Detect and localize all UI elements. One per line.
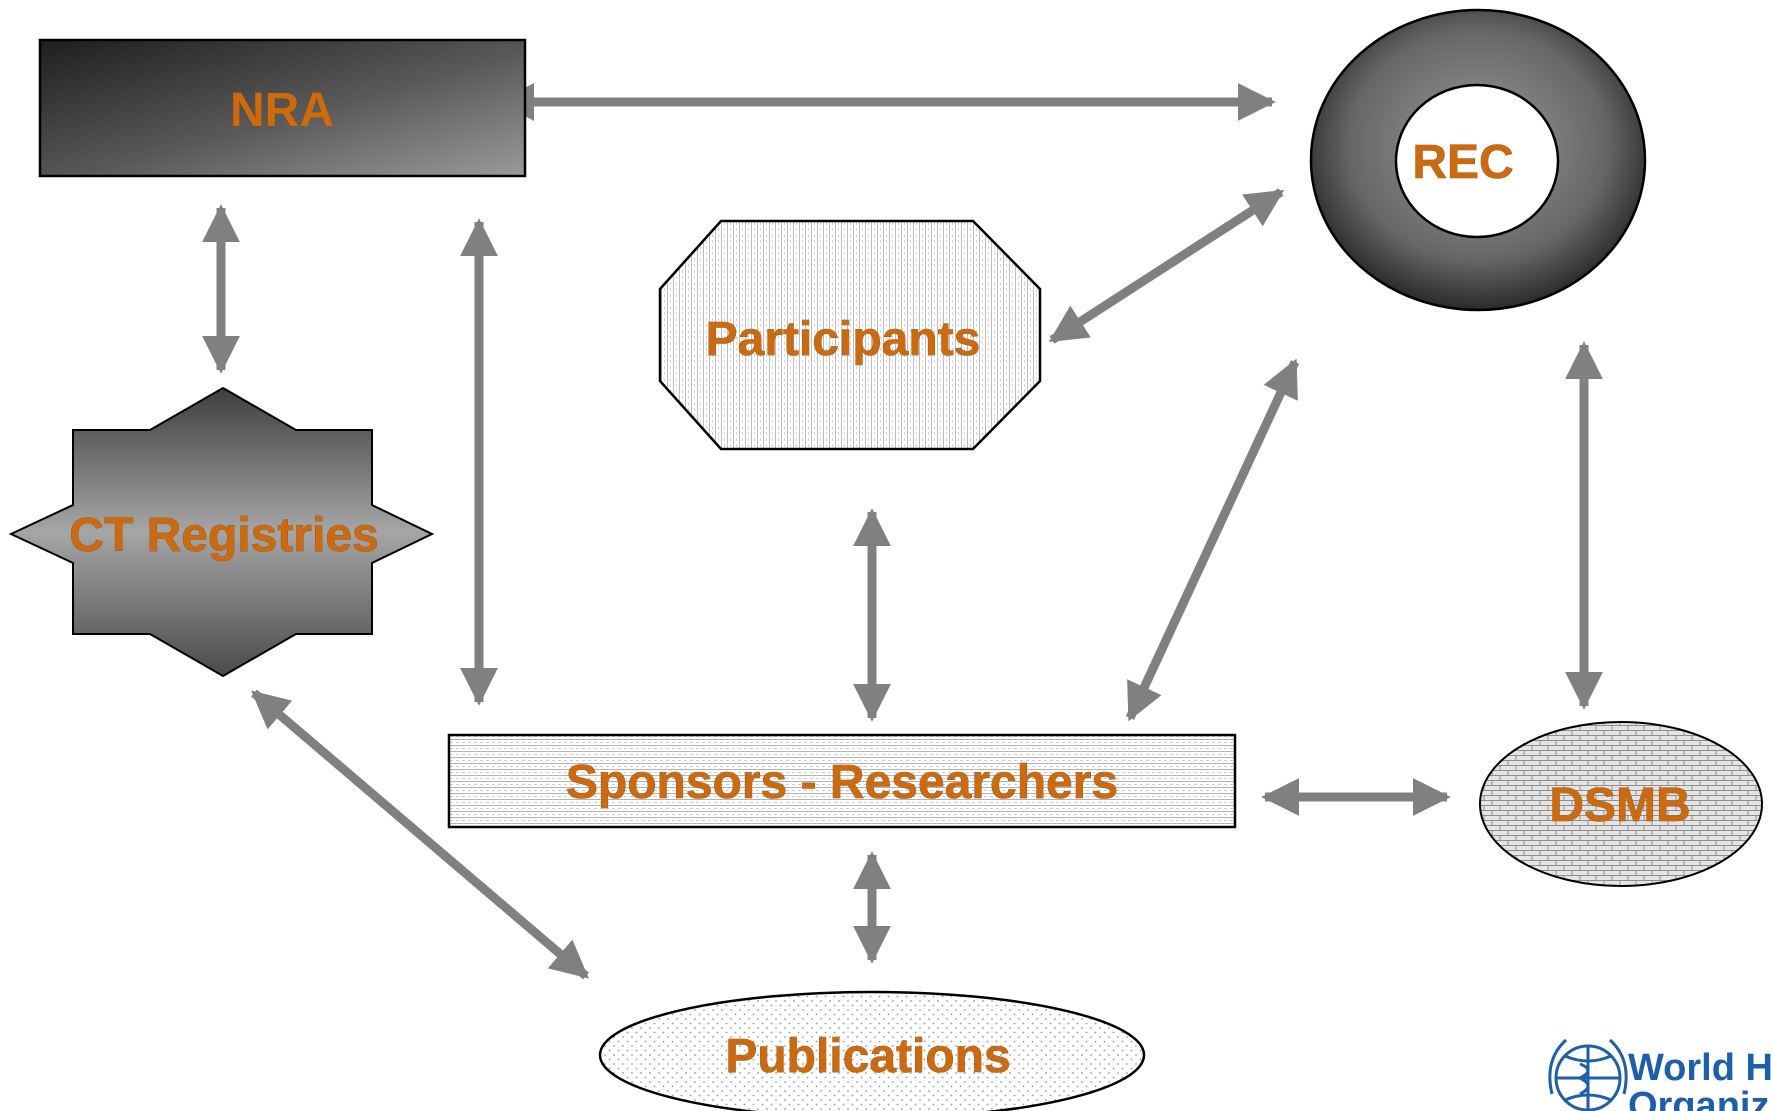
participants-shape (658, 219, 1042, 451)
dsmb-label: DSMB (1549, 779, 1690, 832)
publications-label: Publications (725, 1030, 1010, 1083)
node-publications: Publications (598, 990, 1146, 1111)
publications-shape (598, 990, 1146, 1111)
ct-registries-label: CT Registries (69, 509, 378, 562)
who-emblem-icon (1548, 1038, 1628, 1111)
who-logo-line2: Organiz (1628, 1085, 1769, 1111)
nra-box (38, 38, 527, 178)
arrow-ct-registries-publications (251, 689, 589, 980)
node-rec: REC (1309, 8, 1647, 312)
rec-core (1394, 83, 1560, 239)
node-ct-registries: CT Registries (8, 386, 435, 678)
node-dsmb: DSMB (1479, 721, 1763, 887)
who-logo: World H Organiz (1548, 1038, 1772, 1111)
node-sponsors-researchers: Sponsors - Researchers (447, 733, 1237, 829)
arrow-participants-rec (1048, 188, 1285, 344)
nra-label: NRA (230, 84, 334, 137)
sponsors-label: Sponsors - Researchers (566, 756, 1118, 809)
who-logo-line1: World H (1628, 1047, 1772, 1089)
participants-label: Participants (706, 313, 981, 366)
arrow-sponsors-rec (1125, 358, 1300, 722)
node-nra: NRA (38, 38, 527, 178)
rec-label: REC (1412, 136, 1513, 189)
sponsors-box (447, 733, 1237, 829)
node-participants: Participants (658, 219, 1042, 451)
dsmb-shape (1479, 721, 1763, 887)
ct-registries-star (8, 386, 435, 678)
